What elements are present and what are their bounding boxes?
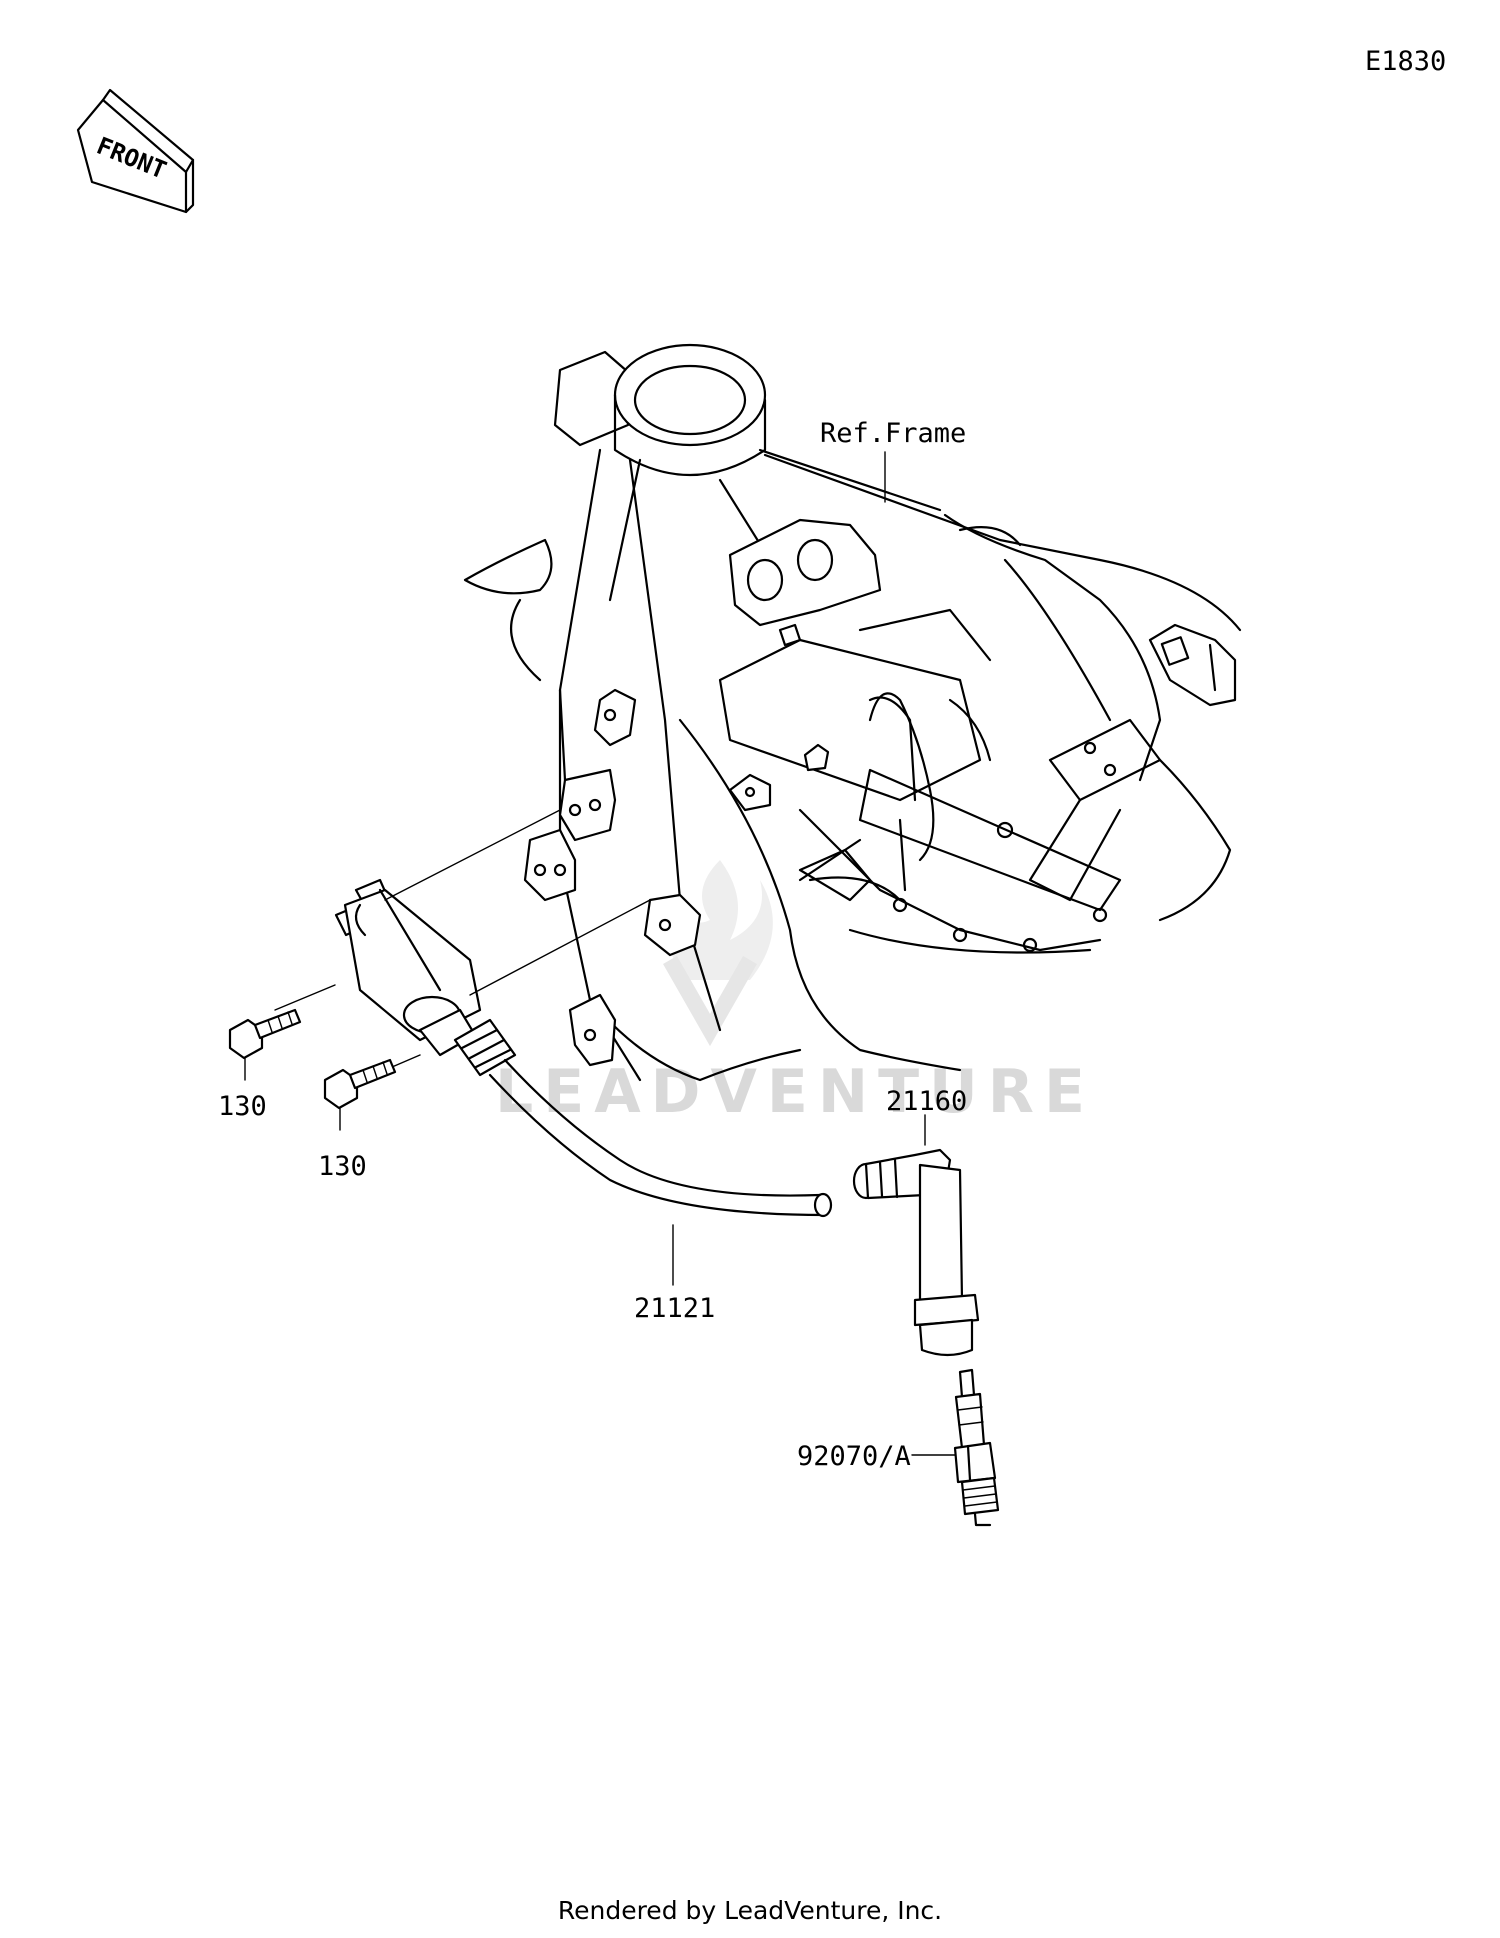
watermark-logo: [663, 860, 773, 1047]
spark-plug: [911, 1368, 1000, 1527]
bolt-130-lower: [323, 1058, 397, 1131]
ref-frame-callout: Ref.Frame: [820, 418, 966, 503]
part-number-21121: 21121: [634, 1293, 715, 1324]
watermark-text: LEADVENTURE: [495, 1057, 1095, 1127]
ref-frame-label: Ref.Frame: [820, 418, 966, 449]
footer-credit: Rendered by LeadVenture, Inc.: [557, 1896, 943, 1925]
spark-plug-cap: [852, 1114, 980, 1357]
frame-illustration: [463, 343, 1242, 1082]
ignition-coil: [334, 878, 482, 1057]
front-arrow-icon: FRONT: [76, 88, 195, 214]
part-number-130-lower: 130: [318, 1151, 367, 1182]
high-tension-cable: [453, 1018, 833, 1218]
diagram-code: E1830: [1365, 46, 1446, 77]
part-number-21160: 21160: [886, 1086, 967, 1117]
part-number-92070-a: 92070/A: [797, 1441, 911, 1472]
part-number-130-upper: 130: [218, 1091, 267, 1122]
watermark: LEADVENTURE: [495, 860, 1095, 1127]
bolt-130-upper: [228, 1008, 302, 1081]
